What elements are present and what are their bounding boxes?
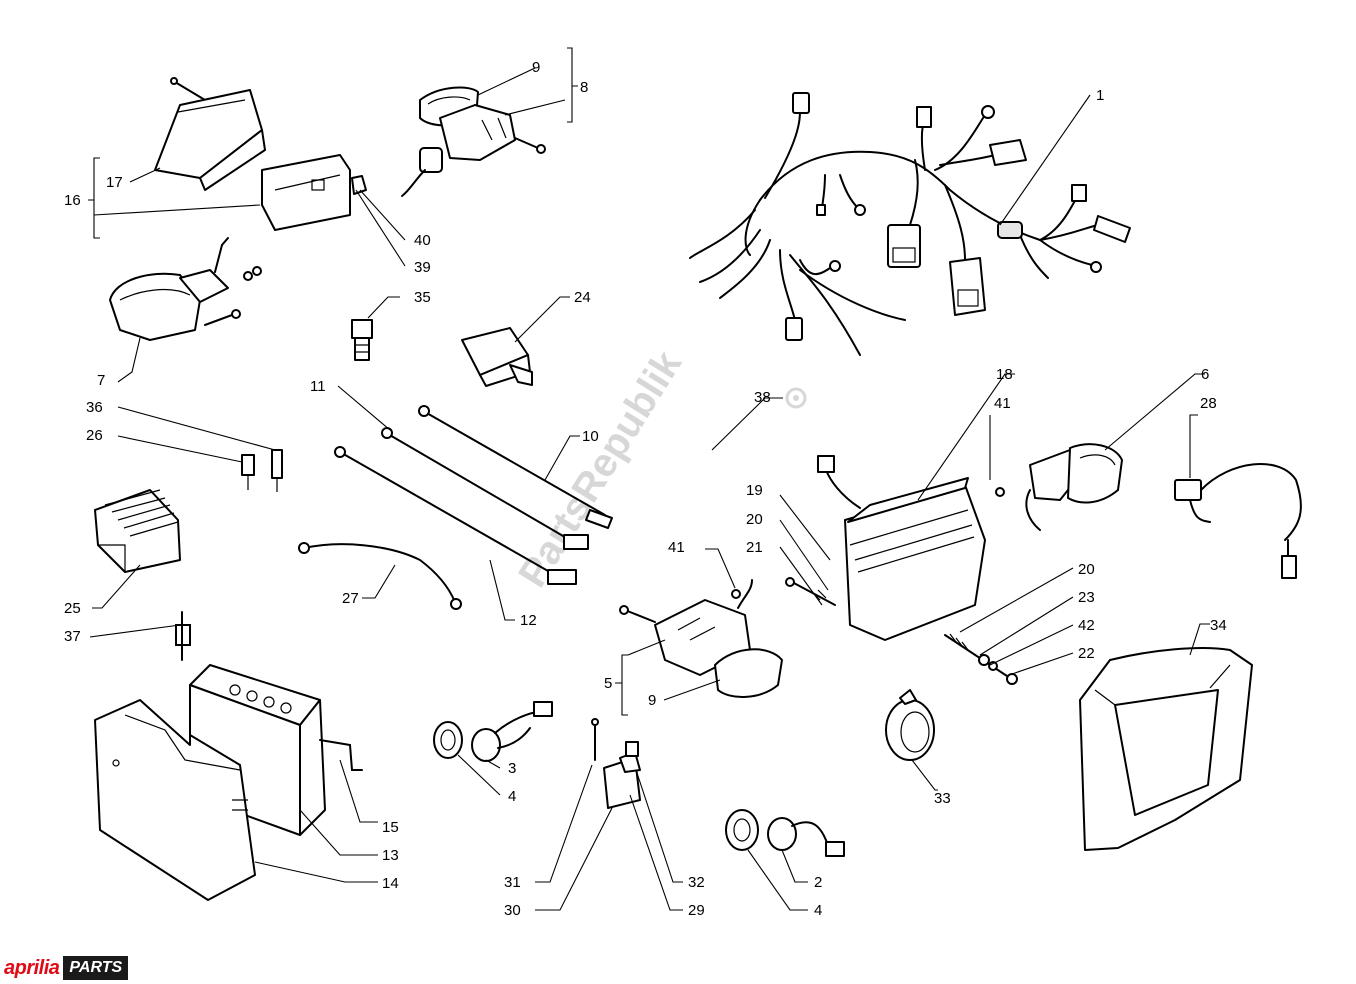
- cable-10[interactable]: [418, 405, 613, 529]
- switch-36[interactable]: [271, 449, 283, 492]
- callout-3: 3: [508, 760, 516, 777]
- callout-4-lower: 4: [814, 902, 822, 919]
- callout-33: 33: [934, 790, 951, 807]
- callout-24: 24: [574, 289, 591, 306]
- callout-39: 39: [414, 259, 431, 276]
- callout-22: 22: [1078, 645, 1095, 662]
- callout-42: 42: [1078, 617, 1095, 634]
- svg-text:PartsRepublik: PartsRepublik: [510, 343, 690, 595]
- callout-41-left: 41: [668, 539, 685, 556]
- sensor-35[interactable]: [351, 319, 373, 361]
- headlight[interactable]: [785, 455, 986, 641]
- callout-36: 36: [86, 399, 103, 416]
- callout-27: 27: [342, 590, 359, 607]
- brand-name: aprilia: [4, 956, 62, 980]
- front-indicator-left[interactable]: [619, 579, 783, 698]
- callout-35: 35: [414, 289, 431, 306]
- connector-28[interactable]: [1174, 463, 1302, 579]
- lamp-socket-3[interactable]: [433, 701, 553, 762]
- callout-4-upper: 4: [508, 788, 516, 805]
- tail-light[interactable]: [154, 77, 367, 231]
- callout-40: 40: [414, 232, 431, 249]
- fuse-box[interactable]: [591, 718, 641, 809]
- callout-8: 8: [580, 79, 588, 96]
- callout-19: 19: [746, 482, 763, 499]
- callout-31: 31: [504, 874, 521, 891]
- clip-37[interactable]: [175, 611, 191, 661]
- callout-38: 38: [754, 389, 771, 406]
- callout-34: 34: [1210, 617, 1227, 634]
- callout-16: 16: [64, 192, 81, 209]
- ground-cable[interactable]: [298, 542, 462, 610]
- callout-10: 10: [582, 428, 599, 445]
- callout-2: 2: [814, 874, 822, 891]
- callout-15: 15: [382, 819, 399, 836]
- callout-6: 6: [1201, 366, 1209, 383]
- callout-labels: 1 9 8 17 16 40 39 7 35 24 36 26 11 10 12…: [64, 59, 1227, 919]
- callout-26: 26: [86, 427, 103, 444]
- voltage-regulator[interactable]: [94, 489, 181, 573]
- battery-tray[interactable]: [94, 699, 256, 901]
- callout-20-left: 20: [746, 511, 763, 528]
- switch-26[interactable]: [241, 454, 255, 490]
- rear-indicator-right[interactable]: [995, 443, 1123, 531]
- callout-29: 29: [688, 902, 705, 919]
- wiring-harness[interactable]: [689, 92, 1131, 356]
- callout-25: 25: [64, 600, 81, 617]
- lamp-socket-2[interactable]: [725, 809, 845, 857]
- headlight-fairing[interactable]: [1079, 647, 1253, 851]
- callout-37: 37: [64, 628, 81, 645]
- adjuster-screw-22[interactable]: [944, 633, 1018, 685]
- aprilia-parts-logo: aprilia PARTS: [4, 956, 129, 980]
- callout-23: 23: [1078, 589, 1095, 606]
- callout-14: 14: [382, 875, 399, 892]
- front-indicator-right[interactable]: [401, 86, 546, 197]
- callout-28: 28: [1200, 395, 1217, 412]
- cable-11[interactable]: [381, 427, 589, 550]
- callout-20-right: 20: [1078, 561, 1095, 578]
- brand-suffix: PARTS: [63, 956, 129, 980]
- callout-17: 17: [106, 174, 123, 191]
- callout-12: 12: [520, 612, 537, 629]
- watermark-gear-icon: [785, 387, 807, 409]
- callout-13: 13: [382, 847, 399, 864]
- callout-9-lower: 9: [648, 692, 656, 709]
- leader-lines: [88, 47, 1210, 911]
- callout-7: 7: [97, 372, 105, 389]
- callout-21: 21: [746, 539, 763, 556]
- callout-18: 18: [996, 366, 1013, 383]
- callout-41-right: 41: [994, 395, 1011, 412]
- callout-1: 1: [1096, 87, 1104, 104]
- callout-11: 11: [310, 378, 326, 395]
- watermark: PartsRepublik: [510, 343, 690, 595]
- callout-9: 9: [532, 59, 540, 76]
- callout-5: 5: [604, 675, 612, 692]
- horn[interactable]: [885, 689, 935, 761]
- callout-30: 30: [504, 902, 521, 919]
- cable-12[interactable]: [334, 446, 577, 585]
- rear-indicator-left[interactable]: [109, 237, 262, 341]
- flasher-relay[interactable]: [461, 327, 533, 387]
- callout-32: 32: [688, 874, 705, 891]
